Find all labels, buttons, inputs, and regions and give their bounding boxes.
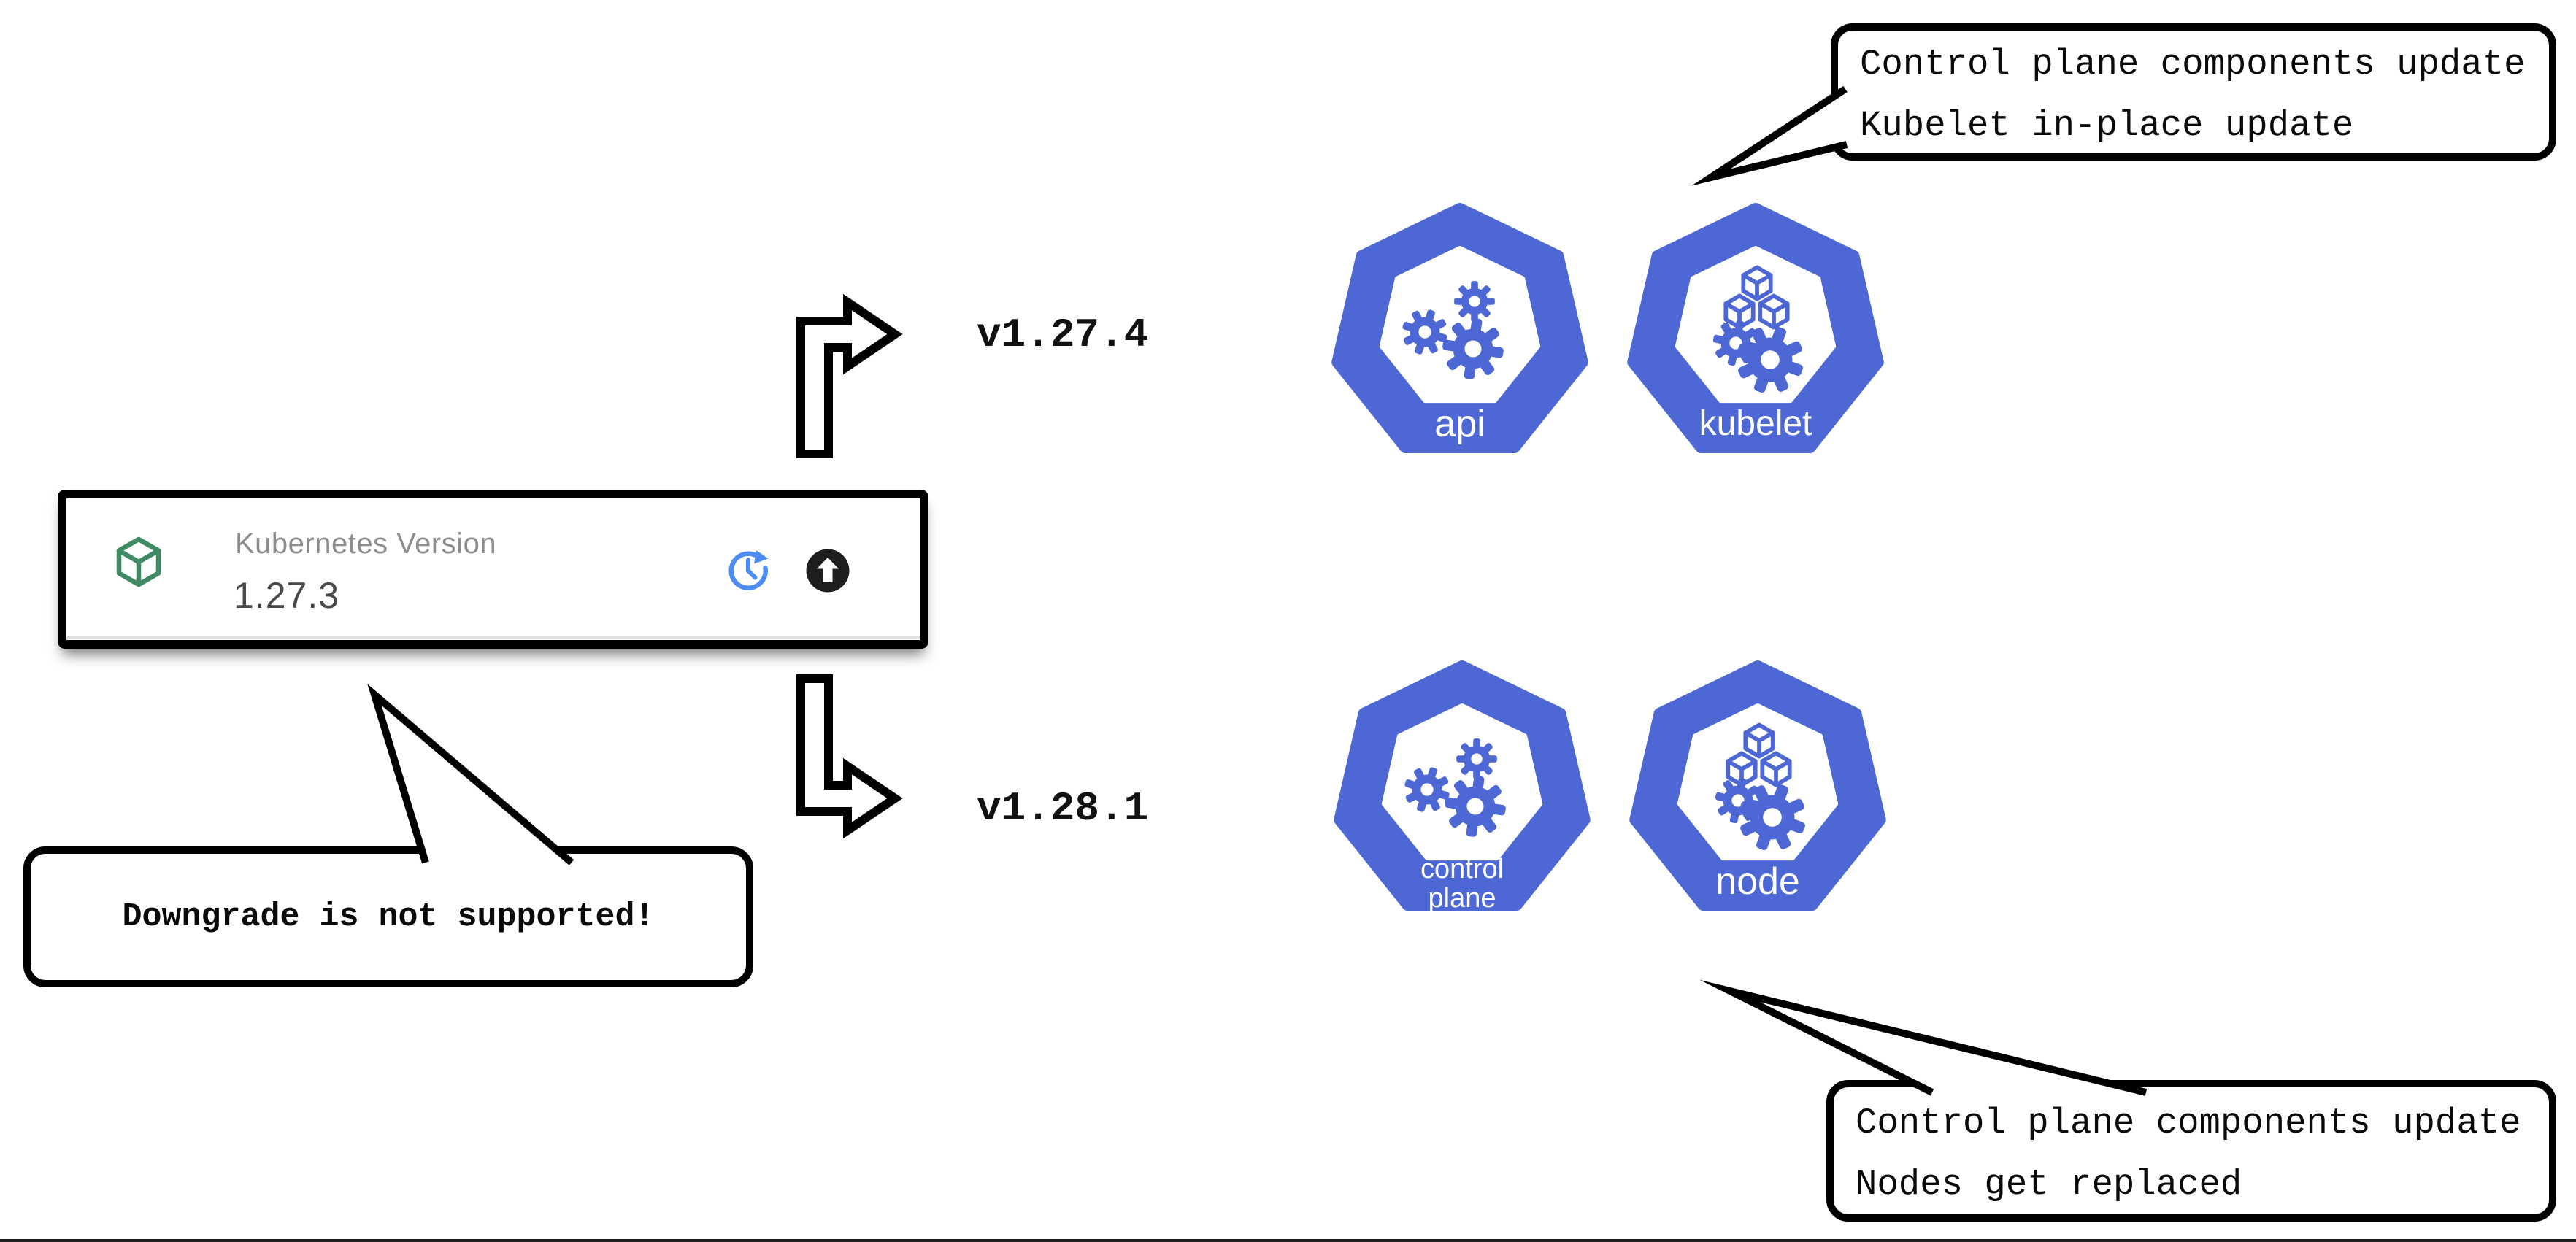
patch-version-label: v1.27.4 xyxy=(977,312,1149,358)
callout-tail-downgrade xyxy=(367,684,574,865)
minor-version-label: v1.28.1 xyxy=(977,785,1149,832)
page-bottom-border xyxy=(0,1239,2576,1242)
control-plane-label-line1: control xyxy=(1420,854,1504,884)
api-label: api xyxy=(1434,403,1485,445)
callout-line: Control plane components update xyxy=(1856,1103,2521,1143)
callout-line: Kubelet in-place update xyxy=(1860,105,2354,146)
current-version-value: 1.27.3 xyxy=(234,575,340,616)
upgrade-patch-arrow xyxy=(796,293,903,458)
k8s-node-icon: node xyxy=(1612,646,1904,938)
package-cube-icon xyxy=(116,536,161,587)
control-plane-label-line2: plane xyxy=(1429,883,1496,914)
kubelet-label: kubelet xyxy=(1699,404,1812,443)
k8s-kubelet-icon: kubelet xyxy=(1610,188,1902,480)
k8s-control-plane-icon: control plane xyxy=(1316,646,1608,914)
callout-downgrade-warning: Downgrade is not supported! xyxy=(23,846,753,987)
callout-tail-top-right xyxy=(1691,85,1848,186)
card-title: Kubernetes Version xyxy=(235,528,497,560)
callout-patch-upgrade: Control plane components update Kubelet … xyxy=(1831,23,2556,161)
upgrade-available-icon[interactable] xyxy=(805,548,850,593)
history-refresh-icon[interactable] xyxy=(727,549,769,592)
card-bottom-divider xyxy=(66,636,920,639)
kubernetes-version-card[interactable]: Kubernetes Version 1.27.3 xyxy=(58,490,928,649)
k8s-api-icon: api xyxy=(1314,188,1606,480)
callout-tail-bottom-right xyxy=(1699,979,2148,1096)
downgrade-warning-text: Downgrade is not supported! xyxy=(122,898,655,936)
callout-minor-upgrade: Control plane components update Nodes ge… xyxy=(1826,1080,2556,1222)
callout-line: Control plane components update xyxy=(1860,44,2526,85)
node-label: node xyxy=(1715,860,1800,903)
callout-line: Nodes get replaced xyxy=(1856,1164,2242,1205)
upgrade-minor-arrow xyxy=(796,674,903,839)
